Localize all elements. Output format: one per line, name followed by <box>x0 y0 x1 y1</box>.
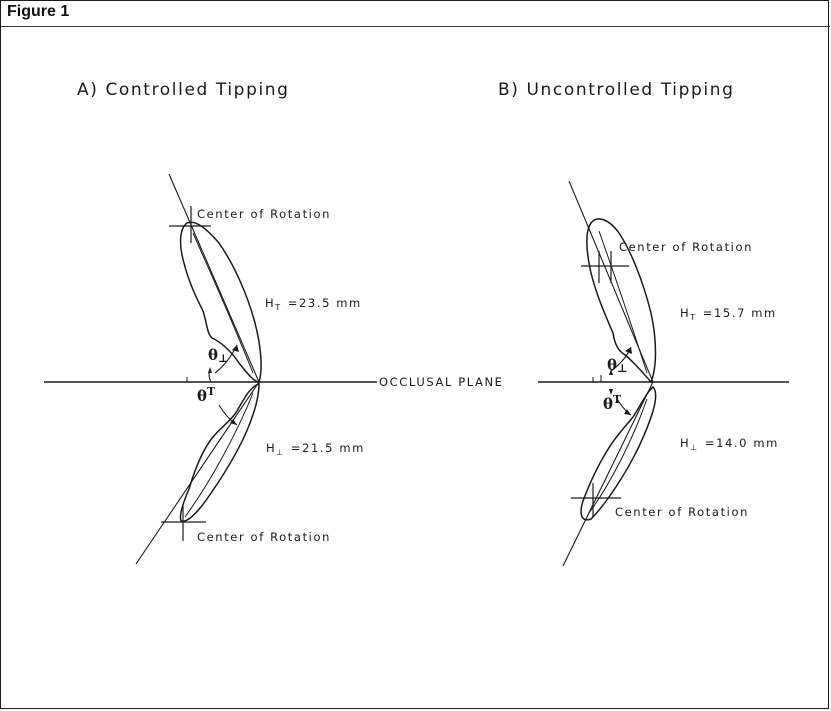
panel-a-upper-angle-tick <box>208 372 212 382</box>
panel-b-upper-center-label: Center of Rotation <box>619 240 753 254</box>
panel-b-upper-tooth-inner <box>598 230 648 374</box>
panel-b-upper-tooth <box>586 218 657 384</box>
panel-a-lower-tooth-inner <box>184 392 254 518</box>
panel-a-lower-tooth <box>179 383 260 522</box>
panel-b-theta-upper: θ⊥ <box>607 356 628 375</box>
panel-b-upper-height-label: HT=15.7 mm <box>680 306 777 322</box>
panel-b-lower-axis <box>562 381 654 567</box>
panel-a-upper-center-label: Center of Rotation <box>197 207 331 221</box>
panel-a-theta-upper: θ⊥ <box>208 346 229 365</box>
panel-a-upper-axis <box>168 173 260 383</box>
panel-a-lower-height-label: H⊥=21.5 mm <box>266 441 365 457</box>
panel-b-theta-lower: θT <box>603 393 622 413</box>
panel-b-lower-tooth <box>580 385 657 521</box>
panel-a-lower-axis <box>135 381 260 565</box>
panel-b-lower-height-label: H⊥=14.0 mm <box>680 436 779 452</box>
panel-b-title: B) Uncontrolled Tipping <box>498 80 735 100</box>
title-divider <box>1 26 830 27</box>
panel-a-upper-tooth-inner <box>192 232 254 374</box>
panel-b-diagram: Center of Rotation Center of Rotation HT… <box>562 180 779 567</box>
panel-b-occlusal-arrow-up <box>609 369 613 375</box>
panel-b-lower-angle-arrow <box>624 409 631 415</box>
occlusal-plane-label: OCCLUSAL PLANE <box>379 375 504 389</box>
panel-a-upper-tooth <box>179 221 262 383</box>
panel-a-diagram: Center of Rotation Center of Rotation HT… <box>135 173 365 565</box>
figure-title: Figure 1 <box>7 3 70 20</box>
panel-a-occlusal-arrow-up <box>208 367 212 373</box>
panel-a-lower-center-label: Center of Rotation <box>197 530 331 544</box>
panel-a-upper-angle-arrow <box>232 345 239 352</box>
panel-a-title: A) Controlled Tipping <box>77 80 290 100</box>
panel-b-upper-angle-arrow <box>625 347 632 354</box>
panel-a-lower-angle-arrow <box>230 419 237 425</box>
panel-b-lower-tooth-inner <box>588 398 648 514</box>
panel-a-upper-height-label: HT=23.5 mm <box>265 296 362 312</box>
panel-b-lower-center-label: Center of Rotation <box>615 505 749 519</box>
panel-b-occlusal-arrow-down <box>609 389 613 395</box>
panel-a-theta-lower: θT <box>197 385 216 405</box>
